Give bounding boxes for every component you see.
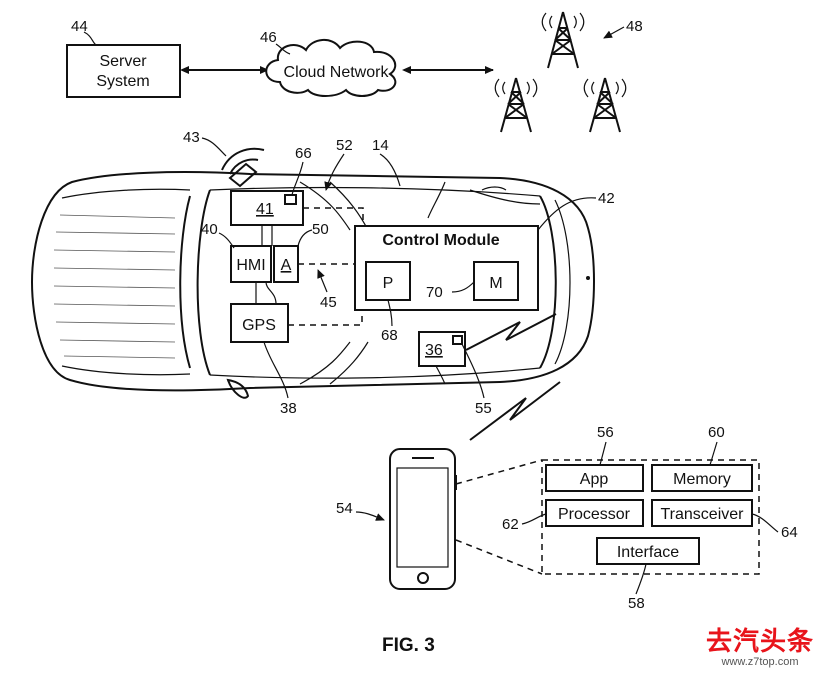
cloud-ref: 46 [260, 29, 277, 46]
smartphone: 54 [336, 448, 457, 590]
gps-ref: 38 [280, 400, 297, 417]
module-41-antenna-ref: 66 [295, 145, 312, 162]
wireless-signal-vehicle [465, 313, 557, 351]
vehicle-ref: 14 [372, 137, 389, 154]
dashed-link-41-control [303, 207, 364, 226]
tower-icon [494, 77, 538, 133]
link-ref: 45 [320, 294, 337, 311]
m-ref: 70 [426, 284, 443, 301]
server-system-block: Server System 44 [66, 18, 181, 98]
gps-block: GPS 38 [230, 303, 297, 417]
cloud-label: Cloud Network [284, 64, 390, 81]
dashed-link-gps-control [288, 310, 363, 326]
memory-ref: 60 [708, 424, 725, 441]
processor-p-label: P [383, 275, 394, 292]
hmi-ref: 40 [201, 221, 218, 238]
cloud-network-block: Cloud Network 46 [260, 29, 397, 97]
hmi-label: HMI [236, 257, 265, 274]
transceiver-label: Transceiver [661, 506, 745, 523]
interface-ref: 58 [628, 595, 645, 612]
a-ref: 50 [312, 221, 329, 238]
antenna-ref: 43 [183, 129, 200, 146]
tower-icon [541, 11, 585, 69]
memory-m-label: M [489, 275, 502, 292]
projection-line-top [455, 459, 543, 485]
gps-label: GPS [242, 317, 276, 334]
module-36-ref: 55 [475, 400, 492, 417]
path-ref: 52 [336, 137, 353, 154]
module-41-block: 41 66 [230, 145, 312, 226]
figure-caption: FIG. 3 [382, 635, 435, 656]
cell-towers: 48 [494, 11, 643, 133]
watermark-url: www.z7top.com [721, 656, 799, 668]
tower-icon [583, 77, 627, 133]
control-module-block: Control Module P M 42 68 70 [354, 190, 615, 344]
server-label-line2: System [96, 73, 149, 90]
server-label-line1: Server [99, 53, 147, 70]
processor-ref: 62 [502, 516, 519, 533]
wireless-signal-phone [469, 381, 561, 441]
projection-line-bottom [455, 539, 543, 575]
processor-label: Processor [558, 506, 631, 523]
control-module-ref: 42 [598, 190, 615, 207]
vehicle-outline [30, 171, 595, 399]
module-41-label: 41 [256, 201, 274, 218]
antenna-icon: 43 [183, 129, 265, 188]
memory-label: Memory [673, 471, 731, 488]
a-block: A 50 [273, 221, 329, 283]
towers-ref: 48 [626, 18, 643, 35]
hood-hatching [53, 214, 176, 359]
app-label: App [580, 471, 609, 488]
server-ref: 44 [71, 18, 88, 35]
app-ref: 56 [597, 424, 614, 441]
device-components-block: App 56 Memory 60 Processor 62 Transceive… [502, 424, 798, 612]
transceiver-ref: 64 [781, 524, 798, 541]
control-module-label: Control Module [382, 232, 499, 249]
module-36-block: 36 55 [418, 331, 492, 417]
interface-label: Interface [617, 544, 679, 561]
a-label: A [281, 257, 292, 274]
hmi-block: HMI 40 [201, 221, 272, 283]
watermark-logo: 去汽头条 www.z7top.com [706, 628, 814, 668]
watermark-text: 去汽头条 [705, 627, 814, 657]
p-ref: 68 [381, 327, 398, 344]
module-36-label: 36 [425, 342, 443, 359]
phone-ref: 54 [336, 500, 353, 517]
